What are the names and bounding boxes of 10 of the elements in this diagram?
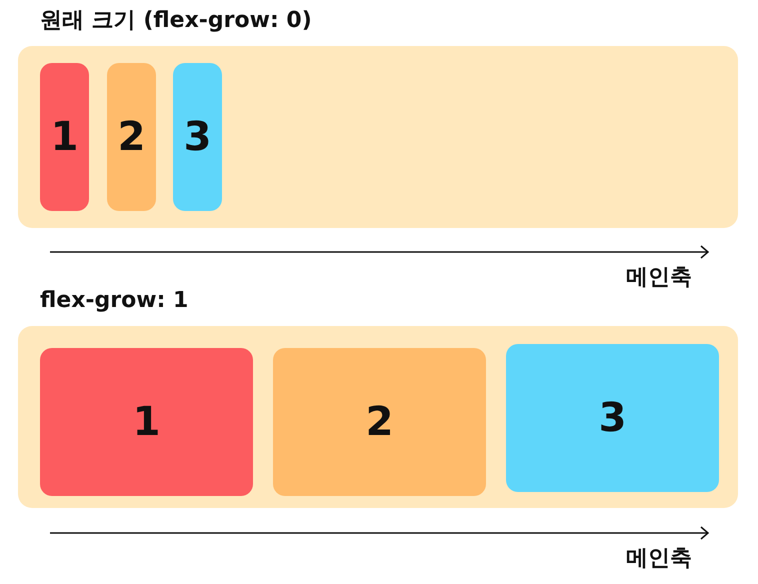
flex-item: 1 bbox=[40, 348, 253, 496]
flex-item: 3 bbox=[173, 63, 222, 211]
heading: 원래 크기 (flex-grow: 0) bbox=[40, 8, 312, 34]
flex-item: 1 bbox=[40, 63, 89, 211]
heading: flex-grow: 1 bbox=[40, 288, 188, 314]
flex-item: 3 bbox=[506, 344, 719, 492]
flex-item: 2 bbox=[107, 63, 156, 211]
axis-label: 메인축 bbox=[626, 264, 692, 292]
axis-label: 메인축 bbox=[626, 545, 692, 573]
flex-item: 2 bbox=[273, 348, 486, 496]
